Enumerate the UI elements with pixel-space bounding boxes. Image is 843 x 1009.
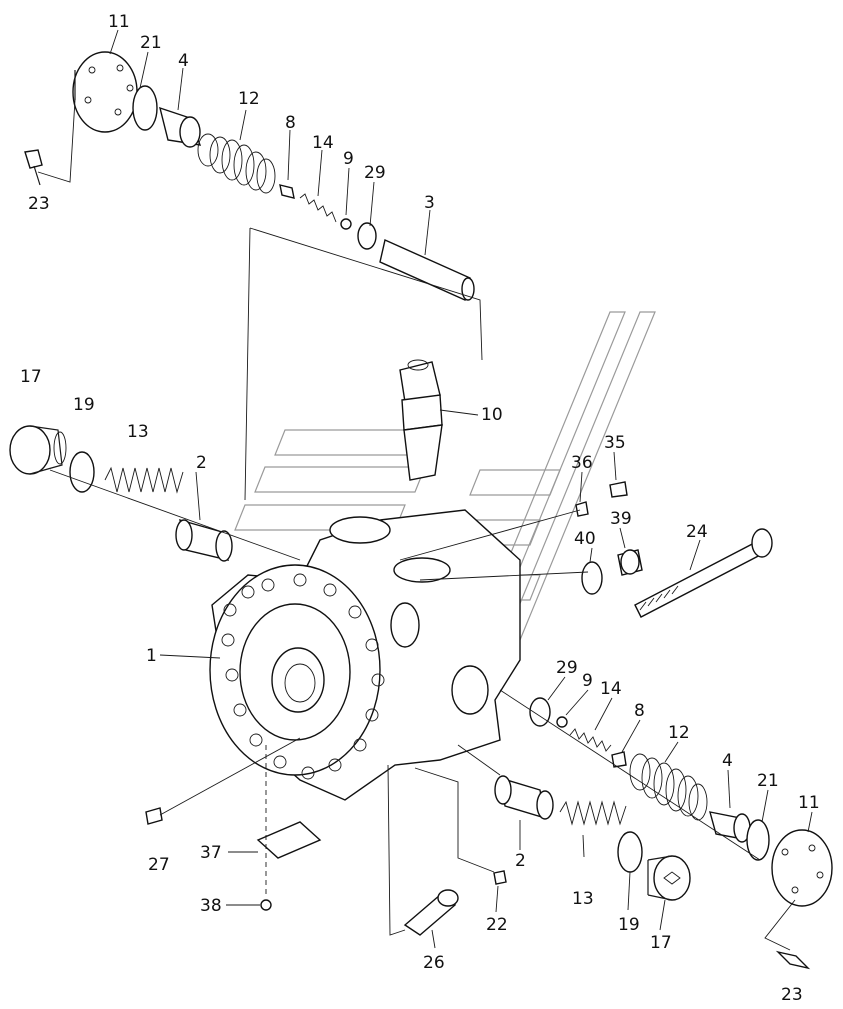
pin-27 — [145, 807, 163, 825]
bottom-sleeve-2 — [494, 775, 554, 820]
callout-17-left: 17 — [20, 367, 42, 387]
callout-19-bottom: 19 — [618, 915, 640, 935]
right-spring-12 — [629, 753, 708, 821]
top-poppet-8 — [279, 184, 295, 199]
left-sleeve-2 — [175, 519, 233, 562]
callout-17-bottom: 17 — [650, 933, 672, 953]
callout-10: 10 — [481, 405, 503, 425]
callout-40: 40 — [574, 529, 596, 549]
callout-1: 1 — [146, 646, 157, 666]
callout-19-left: 19 — [73, 395, 95, 415]
callout-11-right: 11 — [798, 793, 820, 813]
callout-23-bottom: 23 — [781, 985, 803, 1005]
callout-2-left: 2 — [196, 453, 207, 473]
callout-22: 22 — [486, 915, 508, 935]
bottom-spring-13 — [559, 800, 627, 826]
callout-9-top: 9 — [343, 149, 354, 169]
callout-14-right: 14 — [600, 679, 622, 699]
right-spring-14 — [569, 728, 612, 752]
callout-11-top: 11 — [108, 12, 130, 32]
callout-35: 35 — [604, 433, 626, 453]
guide-line-27 — [159, 737, 301, 816]
top-cover-11 — [72, 51, 138, 133]
right-cover-11 — [771, 829, 833, 907]
top-sleeve-4 — [159, 106, 202, 148]
callout-23-top: 23 — [28, 194, 50, 214]
bottom-bolt-23 — [775, 950, 811, 970]
left-oring-19 — [69, 451, 95, 493]
guide-line-2 — [457, 744, 501, 776]
callout-38: 38 — [200, 896, 222, 916]
callout-4-top: 4 — [178, 51, 189, 71]
bottom-plug-17 — [647, 855, 691, 901]
callout-8-top: 8 — [285, 113, 296, 133]
callout-12-top: 12 — [238, 89, 260, 109]
leaders — [109, 29, 813, 949]
top-ball-9 — [340, 218, 352, 230]
top-guide-box — [244, 227, 483, 501]
callout-13-bottom: 13 — [572, 889, 594, 909]
bolt-26 — [403, 889, 459, 936]
top-leader-23 — [37, 99, 76, 183]
top-bolt-23 — [24, 149, 43, 186]
screw-38 — [260, 899, 272, 911]
callout-3: 3 — [424, 193, 435, 213]
callout-21-top: 21 — [140, 33, 162, 53]
screw-22 — [493, 870, 507, 885]
callout-27: 27 — [148, 855, 170, 875]
guide-line-36 — [399, 509, 581, 561]
callout-36: 36 — [571, 453, 593, 473]
callout-14-top: 14 — [312, 133, 334, 153]
callout-4-right: 4 — [722, 751, 733, 771]
guide-line-40 — [419, 571, 589, 581]
right-oring-21 — [746, 819, 770, 861]
callout-37: 37 — [200, 843, 222, 863]
relief-valve-10 — [399, 359, 443, 481]
callout-26: 26 — [423, 953, 445, 973]
callout-21-right: 21 — [757, 771, 779, 791]
callout-12-right: 12 — [668, 723, 690, 743]
right-centerline — [499, 689, 761, 861]
callout-2-bottom: 2 — [515, 851, 526, 871]
callout-24: 24 — [686, 522, 708, 542]
callout-39: 39 — [610, 509, 632, 529]
callout-9-right: 9 — [582, 671, 593, 691]
oring-40 — [581, 561, 603, 595]
callout-8-right: 8 — [634, 701, 645, 721]
left-centerline — [49, 469, 301, 561]
left-plug-17 — [9, 425, 67, 475]
top-ring-29 — [357, 222, 377, 250]
plug-39 — [617, 549, 643, 576]
right-ball-9 — [556, 716, 568, 728]
callout-13-left: 13 — [127, 422, 149, 442]
callout-labels: 11 21 4 12 8 14 9 29 3 23 17 19 13 2 10 … — [20, 12, 820, 1005]
plate-37 — [256, 821, 322, 859]
top-spring-12 — [197, 133, 276, 194]
long-bolt-24 — [634, 528, 773, 618]
callout-29-right: 29 — [556, 658, 578, 678]
plug-35 — [609, 481, 628, 498]
bottom-leader-23 — [764, 899, 796, 951]
callout-29-top: 29 — [364, 163, 386, 183]
top-spring-14 — [299, 193, 337, 223]
top-oring-21 — [132, 85, 158, 131]
right-sleeve-4 — [709, 811, 751, 843]
guide-line-26 — [387, 764, 406, 936]
spool-3 — [379, 239, 475, 301]
guide-line-22 — [414, 767, 495, 873]
main-housing-1 — [209, 509, 521, 801]
right-poppet-8 — [611, 751, 627, 768]
bottom-oring-19 — [617, 831, 643, 873]
left-spring-13 — [104, 466, 184, 494]
pin-36 — [575, 501, 589, 517]
